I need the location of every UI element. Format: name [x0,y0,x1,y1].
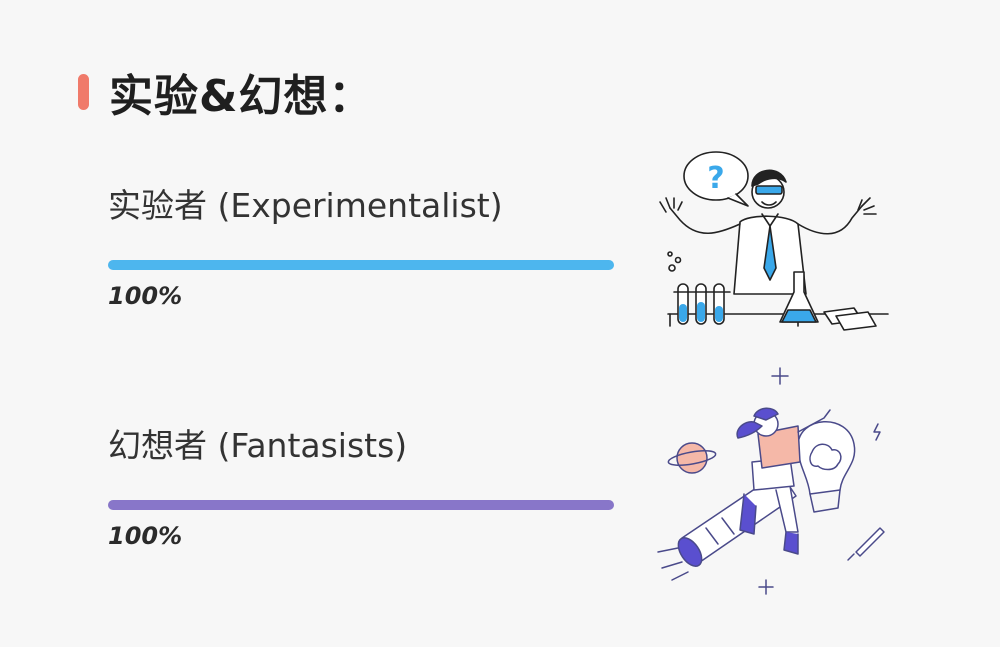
progress-fill [108,500,614,510]
accent-bar [78,74,89,110]
dreamer-rocket-illustration [657,367,885,595]
section-header: 实验&幻想： [78,62,373,122]
progress-bar [108,260,614,270]
trait-fantasist: 幻想者 (Fantasists) 100% [108,418,618,550]
speech-bubble-text: ? [707,161,724,196]
scientist-illustration: ? [659,151,889,331]
progress-fill [108,260,614,270]
page-title: 实验&幻想： [109,71,374,122]
trait-percent: 100% [108,522,183,550]
trait-label: 实验者 (Experimentalist) [108,186,503,225]
trait-percent: 100% [108,282,183,310]
trait-label: 幻想者 (Fantasists) [108,426,408,465]
trait-experimentalist: 实验者 (Experimentalist) 100% [108,178,618,310]
progress-bar [108,500,614,510]
